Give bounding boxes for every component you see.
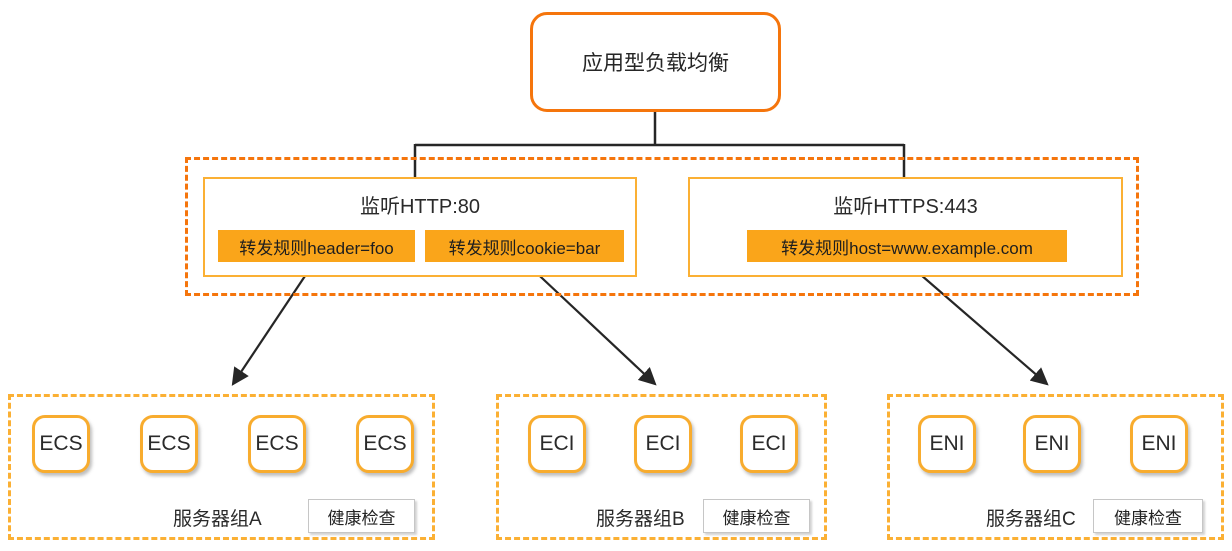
ecs-node: ECS: [248, 415, 306, 473]
eci-node: ECI: [528, 415, 586, 473]
health-check-button-a: 健康检查: [308, 499, 415, 533]
forwarding-rule-cookie-bar: 转发规则cookie=bar: [425, 230, 624, 262]
eni-node: ENI: [1023, 415, 1081, 473]
forwarding-rule-host-example: 转发规则host=www.example.com: [747, 230, 1067, 262]
eni-node: ENI: [1130, 415, 1188, 473]
health-check-button-c: 健康检查: [1093, 499, 1203, 533]
health-check-button-b: 健康检查: [703, 499, 810, 533]
eni-node: ENI: [918, 415, 976, 473]
listener-https-443: 监听HTTPS:443: [688, 177, 1123, 277]
eci-node: ECI: [634, 415, 692, 473]
listeners-boundary: [185, 157, 1139, 296]
server-group-b-label: 服务器组B: [596, 509, 685, 530]
listener-http-80: 监听HTTP:80: [203, 177, 637, 277]
listener-http-80-title: 监听HTTP:80: [359, 196, 481, 218]
alb-label: 应用型负载均衡: [582, 52, 729, 75]
server-group-a-label: 服务器组A: [173, 509, 262, 530]
listener-https-443-title: 监听HTTPS:443: [833, 196, 978, 218]
ecs-node: ECS: [140, 415, 198, 473]
forwarding-rule-header-foo: 转发规则header=foo: [218, 230, 415, 262]
ecs-node: ECS: [32, 415, 90, 473]
alb-node: 应用型负载均衡: [530, 12, 781, 112]
eci-node: ECI: [740, 415, 798, 473]
ecs-node: ECS: [356, 415, 414, 473]
server-group-c-label: 服务器组C: [986, 509, 1076, 530]
